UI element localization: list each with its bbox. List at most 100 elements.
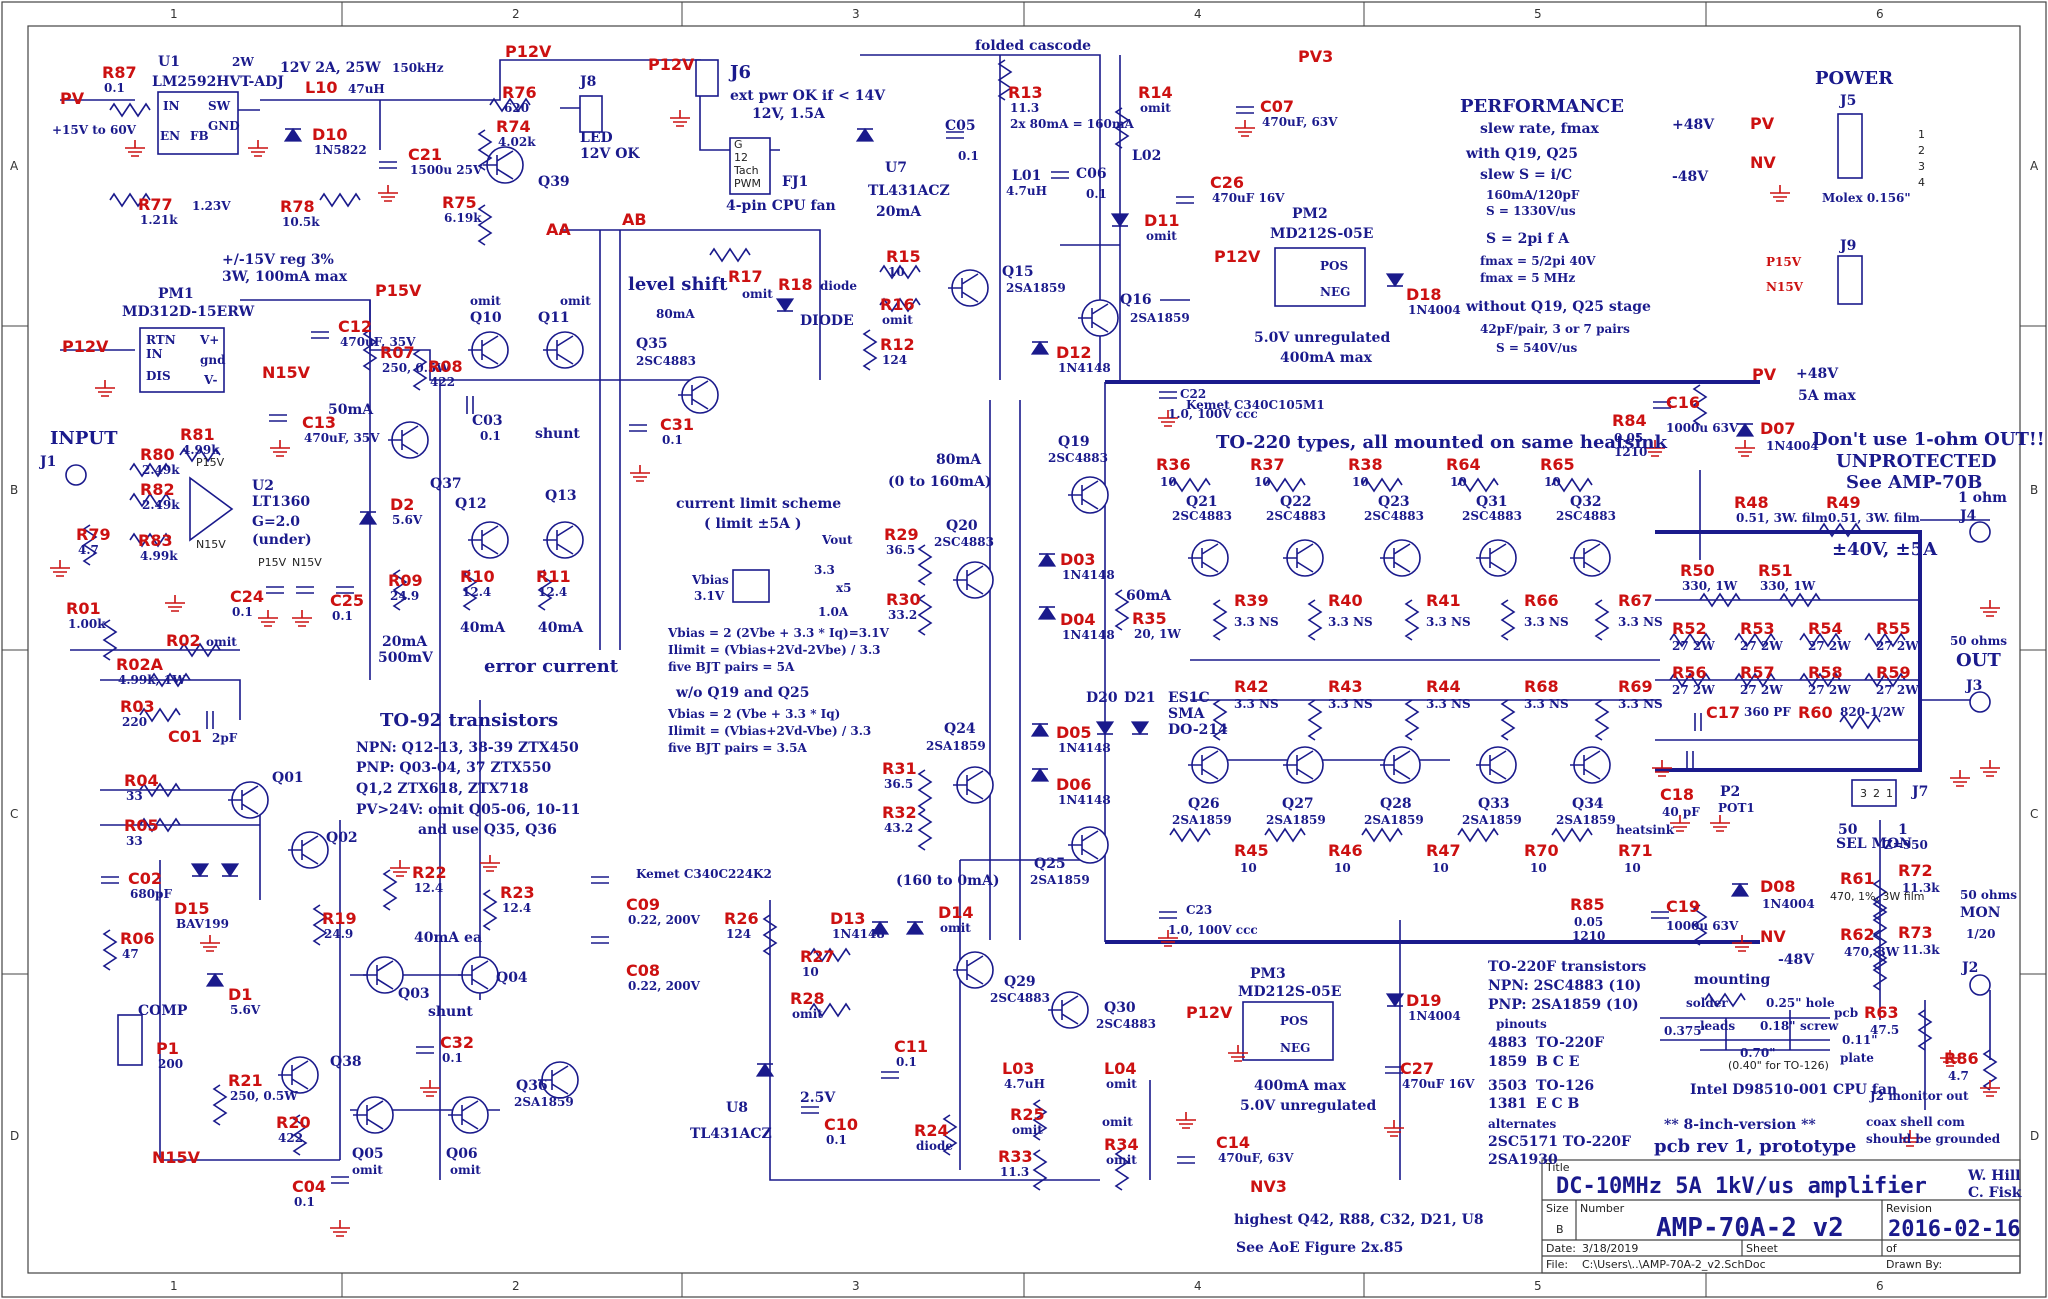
top-transistor-part: 2SC4883 — [1364, 509, 1424, 523]
q25-part: 2SA1859 — [1030, 873, 1090, 887]
r62-resistor — [1872, 929, 1888, 971]
omit-label: omit — [1102, 1115, 1133, 1129]
r17-resistor — [709, 247, 751, 263]
input-label: INPUT — [50, 428, 118, 449]
sel-mon: SEL MON — [1836, 836, 1912, 852]
c09-label-value: 0.22, 200V — [628, 913, 701, 927]
net-n15v-2: N15V — [152, 1148, 201, 1167]
c17-value: 360 PF — [1744, 705, 1791, 719]
r25-label: R25 — [1010, 1105, 1045, 1124]
ground-symbol — [270, 440, 290, 457]
mount-label: pcb — [1834, 1006, 1858, 1020]
r56-resistor — [1669, 672, 1711, 688]
q19-label: Q19 — [1058, 434, 1090, 450]
u1-pin: IN — [163, 99, 180, 113]
divider-resistor-value: 27 2W — [1740, 683, 1783, 697]
j8-label: J8 — [578, 74, 596, 90]
r24-label-value: diode — [916, 1139, 953, 1153]
j2-note: J2 monitor out — [1869, 1089, 1969, 1103]
net-5a: 5A max — [1798, 388, 1856, 404]
d04-label-value: 1N4148 — [1062, 628, 1115, 642]
r63-label: R63 — [1864, 1003, 1899, 1022]
r31-resistor — [917, 769, 933, 811]
top-emitter-resistor-label: R39 — [1234, 591, 1269, 610]
fj1-pin: 12 — [734, 151, 748, 164]
ground-symbol — [1980, 1080, 2000, 1097]
r86-label: R86 — [1944, 1049, 1979, 1068]
d06-diode — [1030, 767, 1050, 782]
r48-label: R48 — [1734, 493, 1769, 512]
r78-resistor — [319, 192, 361, 208]
output-stage-title: TO-220 types, all mounted on same heatsi… — [1216, 432, 1667, 453]
j5-pin: 2 — [1918, 144, 1925, 157]
q29-label: Q29 — [1004, 974, 1036, 990]
divider-resistor-label: R53 — [1740, 619, 1775, 638]
mount-fan: Intel D98510-001 CPU fan — [1690, 1082, 1897, 1098]
r01-label: R01 — [66, 599, 101, 618]
d08-label: D08 — [1760, 877, 1796, 896]
fifty-ohms: 50 ohms — [1950, 634, 2007, 648]
r31-label-value: 36.5 — [884, 777, 913, 791]
c11-label-value: 0.1 — [896, 1055, 917, 1069]
r16-resistor — [879, 297, 921, 313]
u8-ref-diode — [755, 1062, 775, 1077]
d08-diode — [1730, 882, 1750, 897]
r22-label-value: 12.4 — [414, 881, 443, 895]
mount-label: 0.70" — [1740, 1046, 1775, 1060]
j4-label: J4 — [1958, 508, 1977, 524]
q15-label: Q15 — [1002, 264, 1034, 280]
r16-label-value: omit — [882, 313, 913, 327]
d03-label: D03 — [1060, 550, 1096, 569]
l10-value: 47uH — [348, 82, 385, 96]
c19-label: C19 — [1666, 897, 1700, 916]
r21-resistor — [212, 1084, 228, 1126]
r33-label-value: 11.3 — [1000, 1165, 1029, 1179]
r33-resistor — [1032, 1149, 1048, 1191]
c06-capacitor — [1051, 171, 1069, 179]
mount-label: 0.18" — [1760, 1019, 1795, 1033]
pm1-note: +/-15V reg 3% — [222, 252, 334, 268]
r61-label: R61 — [1840, 869, 1875, 888]
u1-pin: EN — [160, 129, 180, 143]
d04-label: D04 — [1060, 610, 1096, 629]
pin-row: 3503 — [1488, 1078, 1527, 1094]
d14-diode — [905, 920, 925, 935]
j9-n15: N15V — [1766, 280, 1804, 294]
bottom-base-resistor-value: 10 — [1240, 861, 1257, 875]
d2-label: D2 — [390, 495, 414, 514]
r79-resistor — [82, 524, 98, 566]
grid-col-label: 3 — [852, 1279, 860, 1293]
bottom-base-resistor-value: 10 — [1432, 861, 1449, 875]
number-label: Number — [1580, 1202, 1625, 1215]
j4-coax — [1969, 521, 1991, 543]
c18-label: C18 — [1660, 785, 1694, 804]
pm3-dcdc — [1242, 1001, 1334, 1061]
grid-col-label: 1 — [170, 1279, 178, 1293]
r23-resistor — [482, 889, 498, 931]
r46-resistor — [1264, 827, 1306, 843]
i160-label: (160 to 0mA) — [896, 873, 999, 889]
grid-row-label: B — [2030, 483, 2038, 497]
perf-line: fmax = 5/2pi 40V — [1480, 254, 1596, 268]
c16-capacitor — [1653, 401, 1671, 409]
r76-label: R76 — [502, 83, 537, 102]
bottom-base-resistor-label: R47 — [1426, 841, 1461, 860]
pm2-pos: POS — [1320, 259, 1348, 273]
r62-label: R62 — [1840, 925, 1875, 944]
r54-resistor — [1799, 632, 1841, 648]
performance-title: PERFORMANCE — [1460, 96, 1624, 117]
comp-label: COMP — [138, 1003, 188, 1019]
pm3-pos: POS — [1280, 1014, 1308, 1028]
grid-col-label: 4 — [1194, 7, 1202, 21]
r02a-resistor — [149, 672, 191, 688]
v25-label: 2.5V — [800, 1090, 836, 1106]
to220f-pinouts: pinouts — [1496, 1017, 1547, 1031]
d10-label: D10 — [312, 125, 348, 144]
divider-resistor-value: 27 2W — [1876, 639, 1919, 653]
c05-capacitor — [946, 131, 964, 139]
r63-resistor — [1917, 1009, 1933, 1051]
r84-label: R84 — [1612, 411, 1647, 430]
u1-pin: FB — [190, 129, 209, 143]
i40ea-label: 40mA ea — [414, 930, 482, 946]
mon-ratio: 1/20 — [1966, 927, 1995, 941]
